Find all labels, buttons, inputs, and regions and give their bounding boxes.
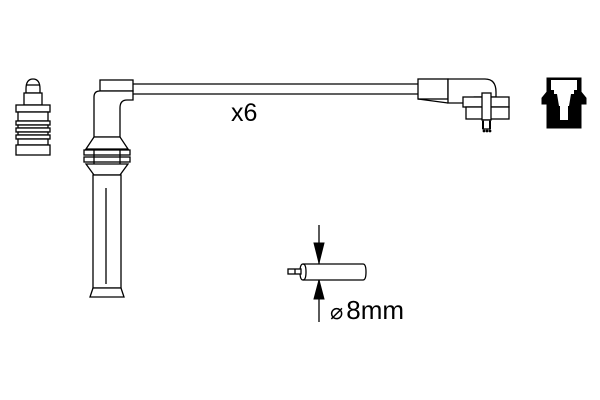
- diameter-symbol: ⌀: [330, 300, 344, 325]
- quantity-label: x6: [231, 99, 258, 127]
- ignition-cable: [133, 83, 418, 95]
- spark-plug-boot-straight: [83, 79, 134, 298]
- coil-terminal-connector: [541, 77, 587, 129]
- spark-plug-terminal-connector: [15, 78, 51, 156]
- diameter-value: 8mm: [346, 295, 405, 325]
- diameter-label: ⌀8mm: [330, 295, 404, 326]
- distributor-angled-boot: [417, 78, 510, 133]
- cable-cross-section: [287, 225, 367, 322]
